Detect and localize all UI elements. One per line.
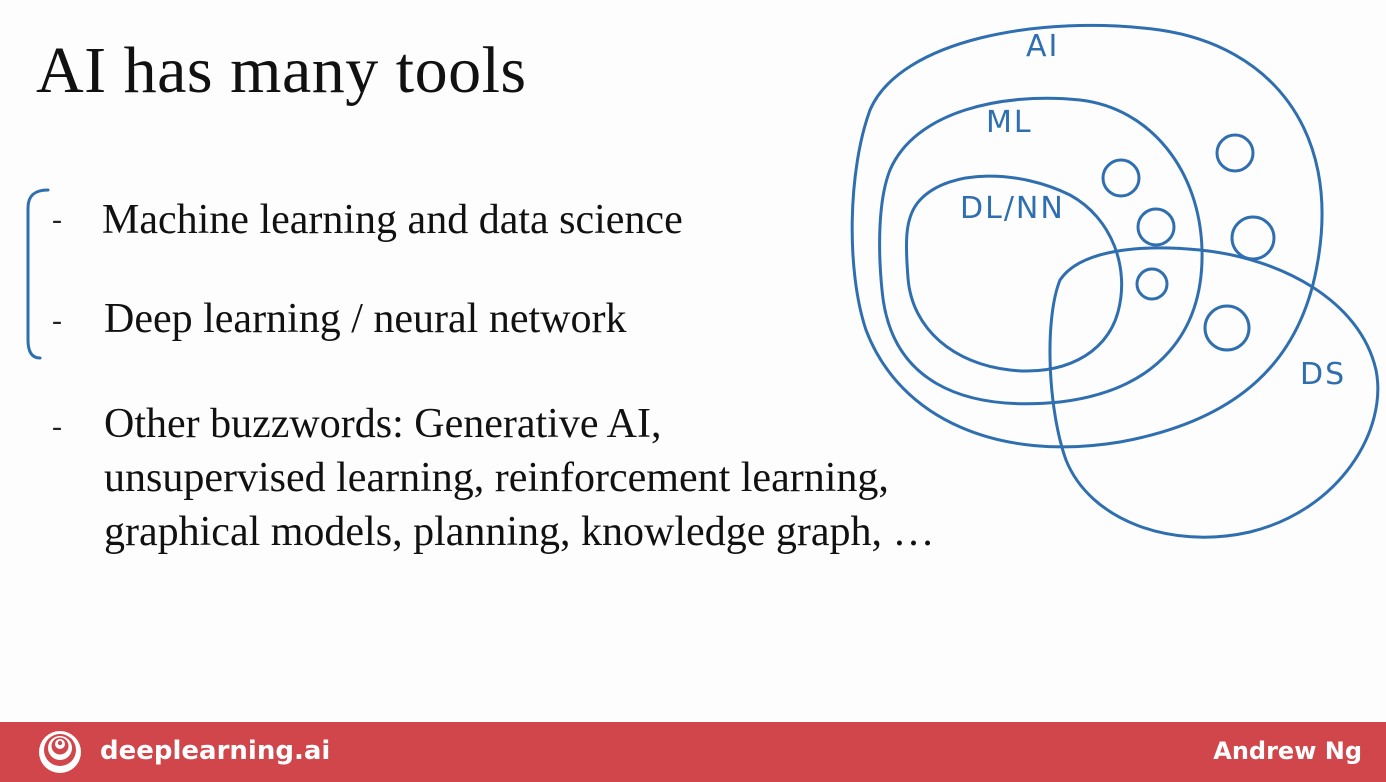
tool-circle: [1135, 267, 1169, 301]
tool-circle: [1215, 133, 1255, 173]
tool-circle: [1203, 304, 1251, 352]
bullet-list: - Machine learning and data science - De…: [52, 193, 934, 559]
tool-circle: [1101, 158, 1141, 198]
bullet-item-deep-learning: Deep learning / neural network: [104, 292, 626, 346]
tool-circle: [1230, 215, 1276, 261]
bullet-line: Machine learning and data science: [102, 197, 683, 243]
venn-label-ds: DS: [1300, 357, 1346, 392]
slide-title: AI has many tools: [36, 34, 527, 107]
footer-bar: deeplearning.ai Andrew Ng: [0, 722, 1386, 782]
tool-circle: [1136, 207, 1176, 247]
brand-name: deeplearning.ai: [100, 736, 331, 766]
bullet-dash: -: [52, 304, 62, 337]
bullet-line: Other buzzwords: Generative AI,: [104, 401, 662, 447]
concentric-circles-logo-icon: [39, 731, 81, 773]
bullet-line: unsupervised learning, reinforcement lea…: [104, 455, 889, 501]
bullet-item-machine-learning: Machine learning and data science: [102, 193, 683, 247]
bullet-item-other-buzzwords: Other buzzwords: Generative AI, unsuperv…: [104, 397, 934, 559]
author-name: Andrew Ng: [1213, 737, 1362, 765]
bullet-dash: -: [52, 203, 62, 236]
bullet-line: Deep learning / neural network: [104, 296, 627, 342]
bullet-line: graphical models, planning, knowledge gr…: [104, 509, 935, 555]
bullet-dash: -: [52, 410, 62, 443]
slide: AI has many tools - Machine learning and…: [26, 23, 1380, 559]
